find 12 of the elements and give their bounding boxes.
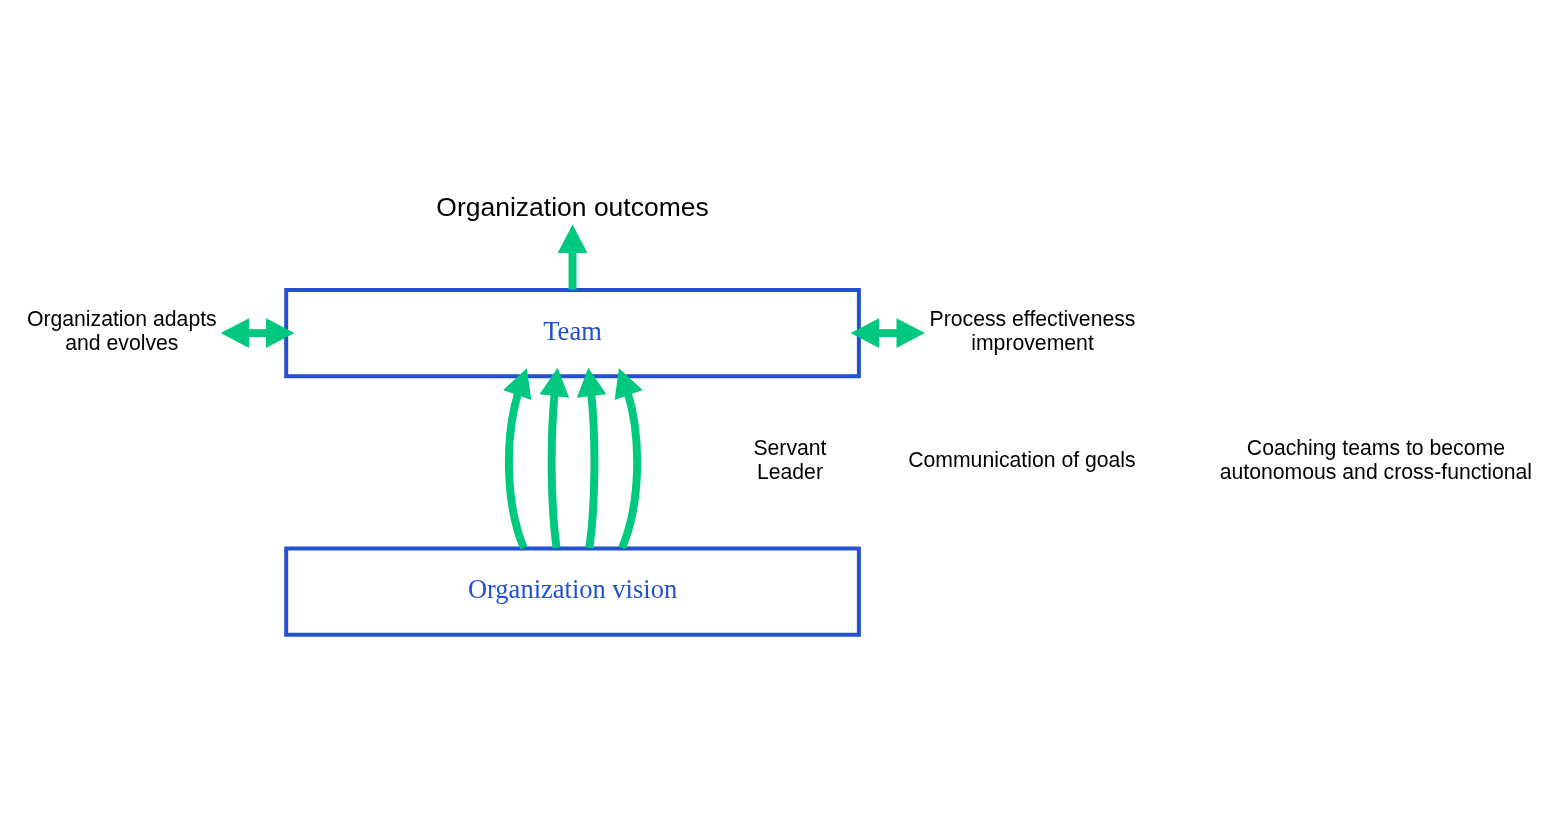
arrow [220,318,295,349]
node-box: Organization vision [284,546,861,637]
arrow [850,318,925,349]
node-text: Organization adapts and evolves [26,307,217,355]
node-text: Servant Leader [753,436,827,484]
node-box: Team [284,288,861,379]
node-text: Organization outcomes [436,191,709,222]
label: Communication of goals [908,448,1136,472]
arrow [614,368,643,550]
label: Coaching teams to become autonomous and cross-functional [1219,436,1533,484]
node-text: Process effectiveness improvement [929,307,1136,355]
arrow [503,368,532,550]
